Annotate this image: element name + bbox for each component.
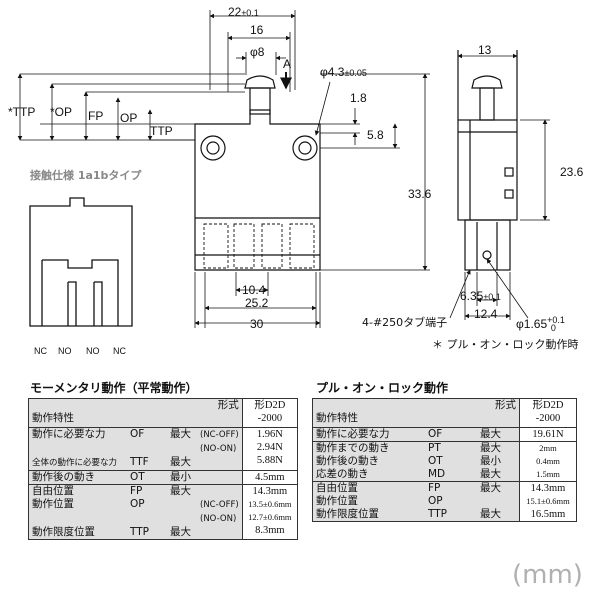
tab-terminal-note: 4-#250タブ端子 [362,315,447,329]
contact-diagram [29,197,133,327]
dimension-drawing: 22±0.1 16 φ8 A φ4.3±0.05 1.8 5.8 33.6 10… [8,5,584,356]
characteristic-label: 動作特性 [32,412,74,424]
momentary-title: モーメンタリ動作（平常動作） [30,381,198,395]
terminal-no-2: NO [86,346,100,356]
model-bottom: -2000 [257,413,283,424]
unit-label: (mm) [512,560,583,590]
dim-13: 13 [478,43,492,57]
dim-18: 1.8 [350,91,367,105]
pull-on-lock-title: プル・オン・ロック動作 [316,381,449,395]
type-label: 形式 [217,399,239,411]
terminal-nc-right: NC [113,346,126,356]
table-head: 形式 動作特性 形D2D -2000 [28,398,299,428]
dim-58: 5.8 [367,128,384,142]
front-dimensions [17,10,430,328]
label-fp: FP [88,109,103,123]
model-top: 形D2D [254,400,286,411]
pull-on-lock-note: ＊ プル・オン・ロック動作時 [432,337,579,351]
label-ttp: TTP [150,124,173,138]
dim-236: 23.6 [560,165,584,179]
dim-30: 30 [250,317,264,331]
dim-252: 25.2 [245,296,269,310]
dim-phi43: φ4.3±0.05 [320,65,367,79]
dim-104: 10.4 [242,283,266,297]
label-ttp-star: *TTP [8,105,35,119]
dim-22: 22±0.1 [228,5,259,19]
label-op: OP [120,111,137,125]
terminal-nc-left: NC [34,346,47,356]
contact-spec-title: 接触仕様 1a1bタイプ [30,168,142,182]
label-op-star: *OP [50,105,72,119]
dim-phi8: φ8 [250,45,265,59]
side-view [449,50,550,320]
dim-124: 12.4 [474,307,498,321]
dim-635: 6.35±0.1 [460,289,501,303]
dim-336: 33.6 [408,187,432,201]
arrow-a-label: A [283,57,291,71]
terminal-no-1: NO [58,346,72,356]
table-head: 形式 動作特性 形D2D -2000 [312,398,577,428]
front-view [194,75,321,271]
dim-16: 16 [250,23,264,37]
